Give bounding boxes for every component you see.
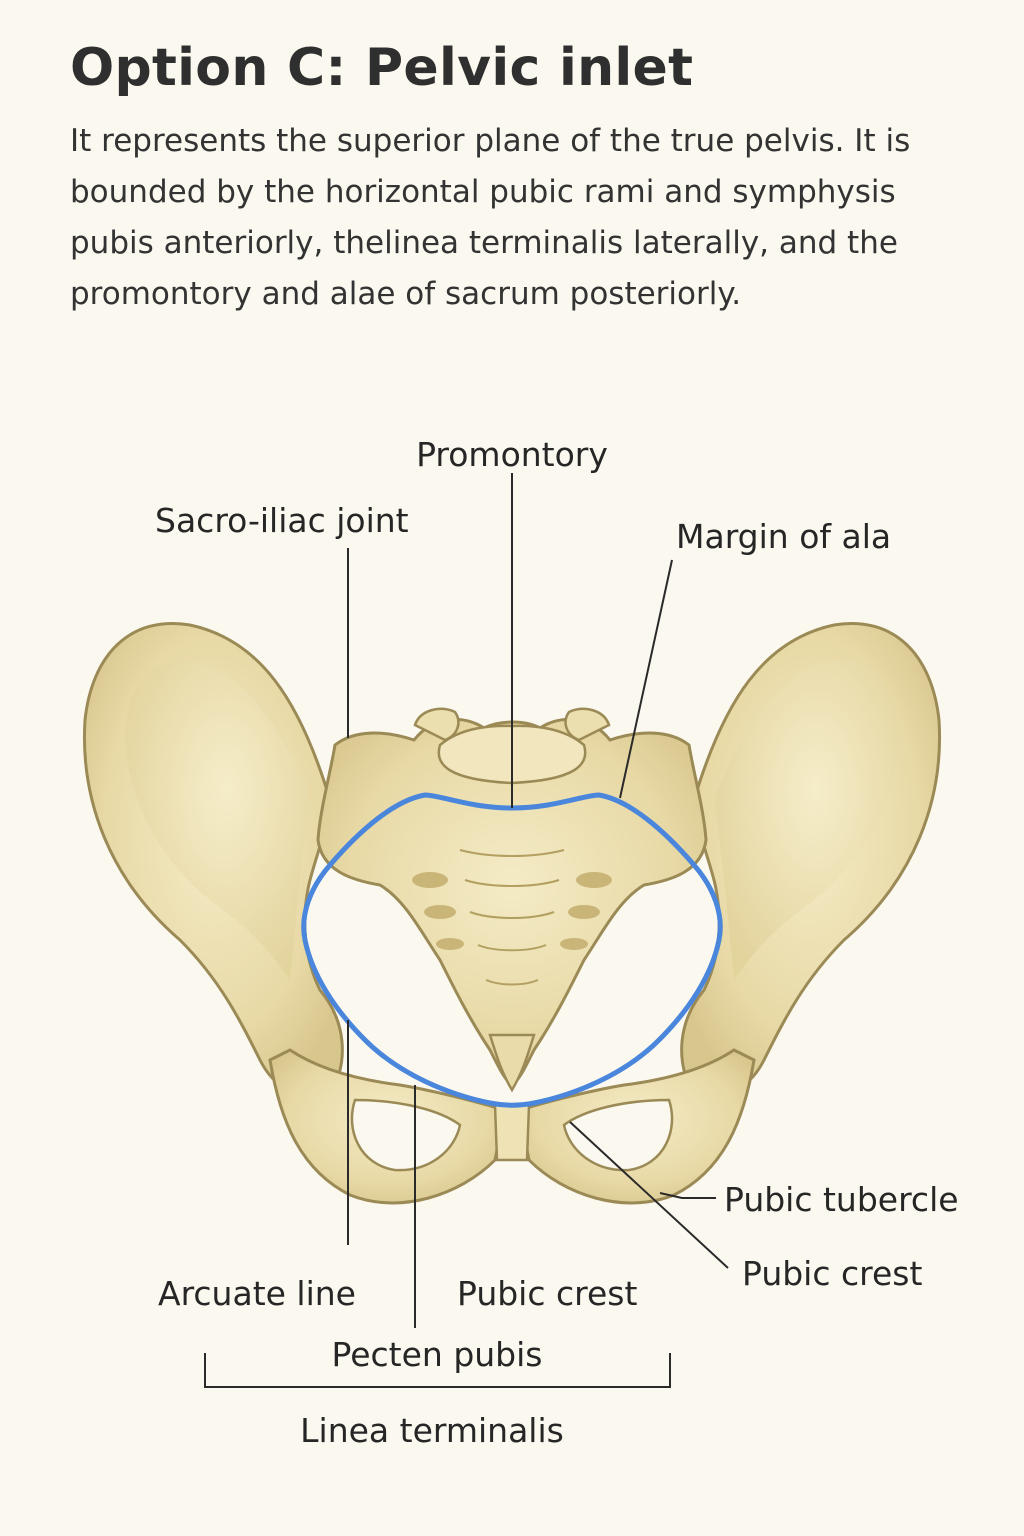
page-title: Option C: Pelvic inlet: [70, 38, 694, 98]
pelvis-diagram: Promontory Sacro-iliac joint Margin of a…: [82, 435, 959, 1450]
margin-of-ala-leader: [619, 559, 673, 799]
sacral-foramen: [576, 872, 612, 888]
pubic-crest-right-leader: [569, 1121, 729, 1269]
left-articular-process: [413, 707, 460, 742]
label-pecten-pubis: Pecten pubis: [332, 1335, 543, 1374]
label-pubic-tubercle: Pubic tubercle: [724, 1180, 959, 1219]
pelvic-inlet-outline: [301, 792, 723, 1108]
sacrum: [316, 717, 708, 1087]
sacral-foramen: [560, 938, 588, 950]
sacral-foramen: [412, 872, 448, 888]
sacral-ridge: [469, 911, 555, 919]
right-obturator-foramen: [562, 1098, 674, 1172]
label-arcuate-line: Arcuate line: [158, 1274, 356, 1313]
pubic-symphysis: [493, 1103, 531, 1162]
sacral-foramen: [568, 905, 600, 919]
label-pubic-crest-right: Pubic crest: [742, 1254, 922, 1293]
pelvis-illustration: [82, 622, 942, 1205]
sacral-ridge: [477, 944, 547, 952]
linea-terminalis-bracket: [204, 1353, 671, 1388]
label-pubic-crest-bottom: Pubic crest: [457, 1274, 637, 1313]
sacral-foramen: [436, 938, 464, 950]
coccyx: [488, 1033, 536, 1093]
right-articular-process: [564, 707, 611, 742]
sacral-ridge: [459, 849, 565, 857]
label-margin-of-ala: Margin of ala: [676, 517, 891, 556]
pubic-tubercle-leader: [659, 1192, 716, 1199]
left-iliac-fossa: [125, 659, 310, 980]
label-sacro-iliac-joint: Sacro-iliac joint: [155, 501, 409, 540]
sacral-ridge: [485, 979, 539, 986]
description-text: It represents the superior plane of the …: [70, 123, 911, 312]
label-linea-terminalis: Linea terminalis: [300, 1411, 564, 1450]
right-iliac-fossa: [714, 659, 899, 980]
label-promontory: Promontory: [416, 435, 608, 474]
sacral-foramen: [424, 905, 456, 919]
sacral-ridge: [464, 879, 560, 887]
